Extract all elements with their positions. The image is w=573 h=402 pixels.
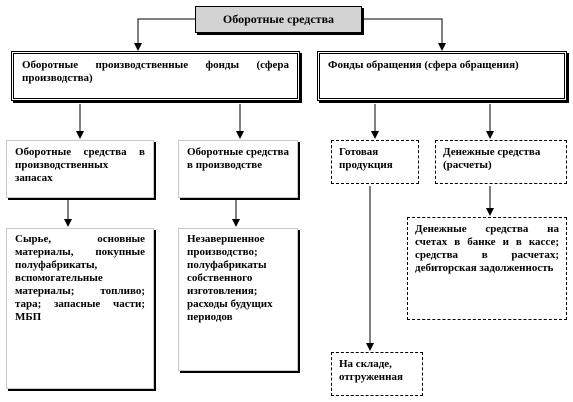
arrow-root-to-production-funds — [134, 18, 195, 51]
cash-settlements-label: Денежные средства (расчеты) — [443, 146, 541, 171]
in-production-items-box: Незавершенное производство; полуфабрикат… — [178, 228, 298, 371]
circulation-funds-box: Фонды обращения (сфера обращения) — [317, 51, 567, 101]
root-box: Оборотные средства — [195, 6, 362, 33]
circulation-funds-label: Фонды обращения (сфера обращения) — [328, 59, 519, 71]
cash-items-label: Денежные средства на счетах в банке и в … — [415, 223, 559, 274]
root-label: Оборотные средства — [222, 12, 335, 26]
production-funds-box: Оборотные производственные фонды (сфера … — [11, 51, 300, 101]
arrow-root-to-circulation-funds — [362, 18, 446, 51]
reserves-items-label: Сырье, основные материалы, покупные полу… — [15, 233, 145, 323]
production-funds-label: Оборотные производственные фонды (сфера … — [22, 59, 289, 84]
warehouse-items-box: На складе, отгруженная — [331, 352, 423, 396]
warehouse-items-label: На складе, отгруженная — [339, 358, 403, 383]
in-production-box: Оборотные средства в производстве — [178, 140, 298, 198]
cash-items-box: Денежные средства на счетах в банке и в … — [407, 217, 567, 320]
finished-goods-label: Готовая продукция — [339, 146, 393, 171]
production-reserves-label: Оборотные средства в производственных за… — [15, 146, 145, 184]
in-production-items-label: Незавершенное производство; полуфабрикат… — [187, 233, 273, 323]
finished-goods-box: Готовая продукция — [331, 140, 419, 184]
production-reserves-box: Оборотные средства в производственных за… — [6, 140, 154, 198]
cash-settlements-box: Денежные средства (расчеты) — [435, 140, 567, 184]
reserves-items-box: Сырье, основные материалы, покупные полу… — [6, 228, 154, 389]
in-production-label: Оборотные средства в производстве — [187, 146, 289, 171]
